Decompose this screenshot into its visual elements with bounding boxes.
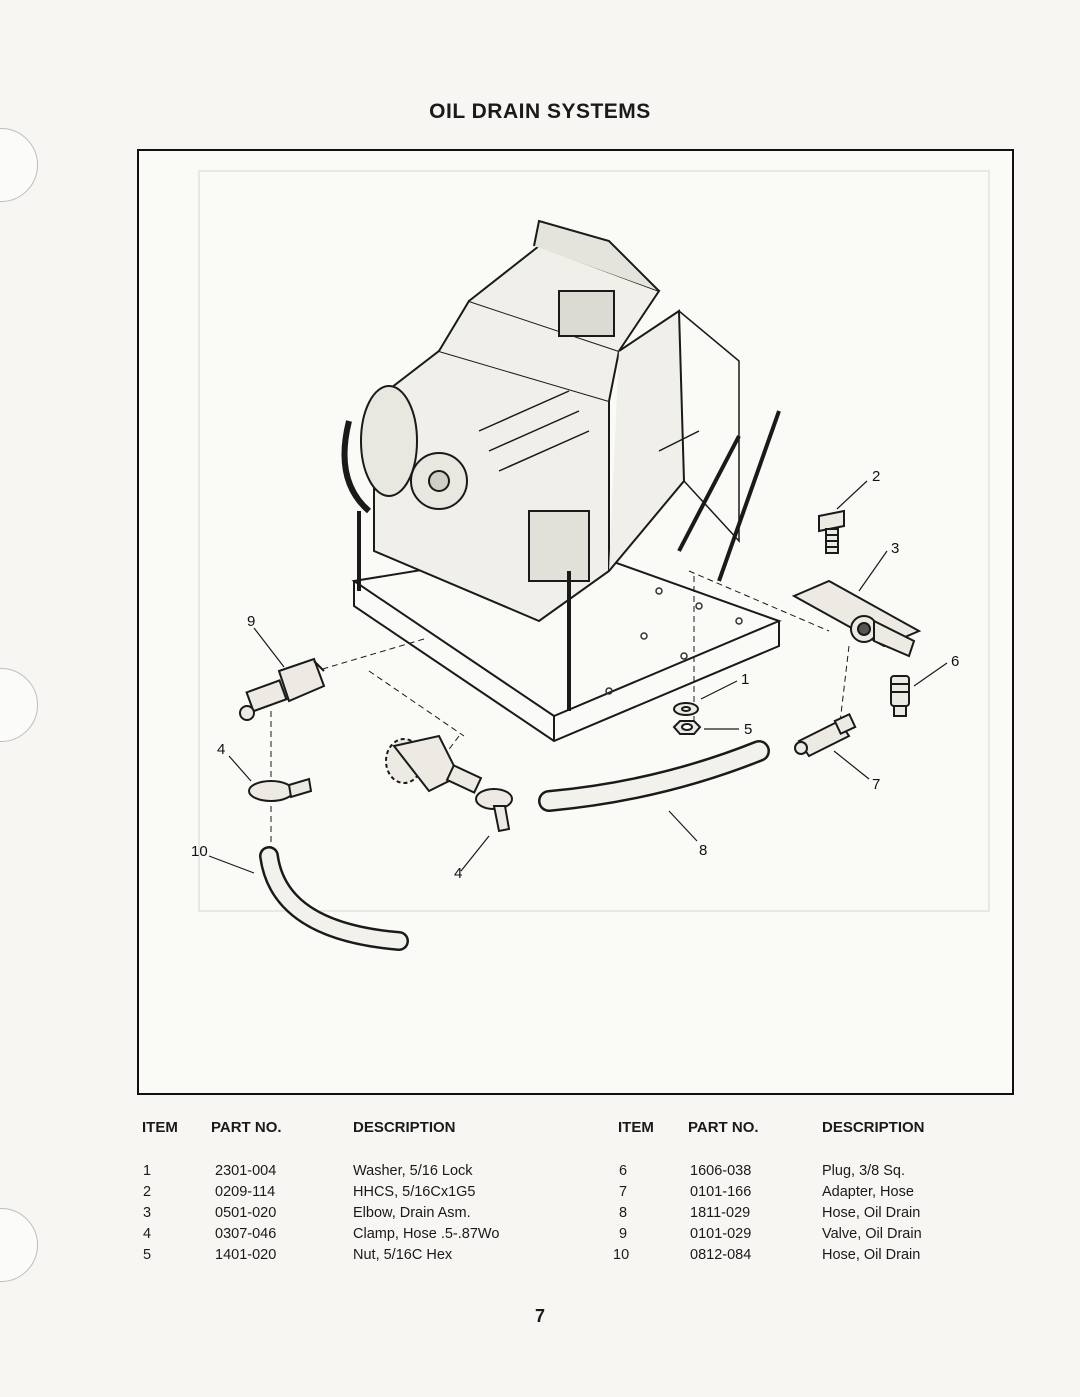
col-header-desc-right: DESCRIPTION [822,1119,925,1136]
callout-8: 8 [699,842,707,859]
part-description: Hose, Oil Drain [822,1247,921,1263]
exploded-diagram: 2 3 6 1 5 7 8 9 4 4 10 [137,149,1014,1095]
item-number: 3 [143,1205,152,1221]
part-number: 0209-114 [215,1184,276,1200]
item-number: 9 [619,1226,628,1242]
part-number: 0307-046 [215,1226,277,1242]
callout-4b: 4 [454,865,462,882]
callout-6: 6 [951,653,959,670]
item-number: 8 [619,1205,628,1221]
part-number: 1606-038 [690,1163,752,1179]
washer-part [673,702,699,716]
part-number: 0501-020 [215,1205,277,1221]
item-number: 4 [143,1226,152,1242]
item-number: 5 [143,1247,152,1263]
nut-part [672,720,702,735]
callout-2: 2 [872,468,880,485]
part-description: Valve, Oil Drain [822,1226,922,1242]
callout-7: 7 [872,776,880,793]
clamp-part [248,777,513,833]
item-number: 2 [143,1184,152,1200]
item-number: 10 [613,1247,630,1263]
part-description: HHCS, 5/16Cx1G5 [353,1184,476,1200]
part-number: 0812-084 [690,1247,752,1263]
binder-hole [0,668,38,742]
part-number: 0101-029 [690,1226,752,1242]
callout-3: 3 [891,540,899,557]
callout-10: 10 [191,843,208,860]
item-number: 6 [619,1163,628,1179]
callout-1: 1 [741,671,749,688]
binder-hole [0,128,38,202]
part-number: 1811-029 [690,1205,751,1221]
part-description: Plug, 3/8 Sq. [822,1163,906,1179]
plug-part [890,675,910,717]
col-header-item-left: ITEM [142,1119,178,1136]
page-number: 7 [534,1306,545,1326]
item-number: 1 [143,1163,152,1179]
col-header-part-right: PART NO. [688,1119,759,1136]
adapter-part [794,712,857,758]
col-header-desc-left: DESCRIPTION [353,1119,456,1136]
callout-4a: 4 [217,741,225,758]
engine-assembly [341,219,686,623]
part-number: 0101-166 [690,1184,752,1200]
callout-5: 5 [744,721,752,738]
diagram-drawing: 2 3 6 1 5 7 8 9 4 4 10 [191,170,990,951]
part-number: 1401-020 [215,1247,277,1263]
part-description: Nut, 5/16C Hex [353,1247,453,1263]
part-description: Clamp, Hose .5-.87Wo [353,1226,500,1242]
bolt-part [818,509,845,554]
page-title: OIL DRAIN SYSTEMS [429,100,651,123]
part-description: Hose, Oil Drain [822,1205,921,1221]
binder-hole [0,1208,38,1282]
valve-part [239,657,326,721]
part-number: 2301-004 [215,1163,277,1179]
item-number: 7 [619,1184,628,1200]
part-description: Adapter, Hose [822,1184,914,1200]
callout-9: 9 [247,613,255,630]
part-description: Elbow, Drain Asm. [353,1205,471,1221]
col-header-item-right: ITEM [618,1119,654,1136]
col-header-part-left: PART NO. [211,1119,282,1136]
elbow-part [791,579,922,658]
part-description: Washer, 5/16 Lock [353,1163,473,1179]
